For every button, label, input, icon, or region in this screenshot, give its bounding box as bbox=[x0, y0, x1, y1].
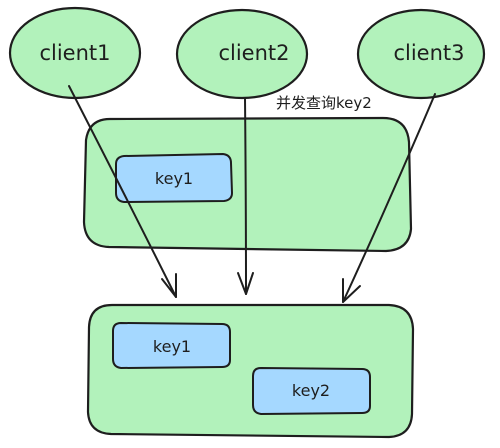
upper-key1-box bbox=[115, 153, 233, 203]
arrows bbox=[68, 85, 436, 303]
arrow-client3-head bbox=[342, 278, 361, 303]
client3-node bbox=[356, 8, 486, 100]
client2-node bbox=[175, 8, 309, 100]
concurrent-query-annotation: 并发查询key2 bbox=[276, 94, 372, 112]
arrow-client2-to-store bbox=[244, 97, 247, 295]
client2-label: client2 bbox=[218, 41, 289, 65]
client1-label: client1 bbox=[39, 41, 110, 65]
arrow-client1-to-store bbox=[68, 85, 177, 298]
upper-store-box bbox=[82, 116, 413, 253]
upper-key1-label: key1 bbox=[155, 169, 193, 188]
client3-label: client3 bbox=[393, 41, 464, 65]
lower-key1-label: key1 bbox=[153, 337, 191, 356]
lower-key2-label: key2 bbox=[292, 381, 330, 400]
arrow-client3-to-store bbox=[342, 93, 436, 303]
arrow-client1-head bbox=[161, 273, 177, 298]
lower-key2-box bbox=[252, 367, 371, 415]
lower-key1-box bbox=[112, 322, 231, 369]
arrow-client2-head bbox=[237, 272, 254, 295]
